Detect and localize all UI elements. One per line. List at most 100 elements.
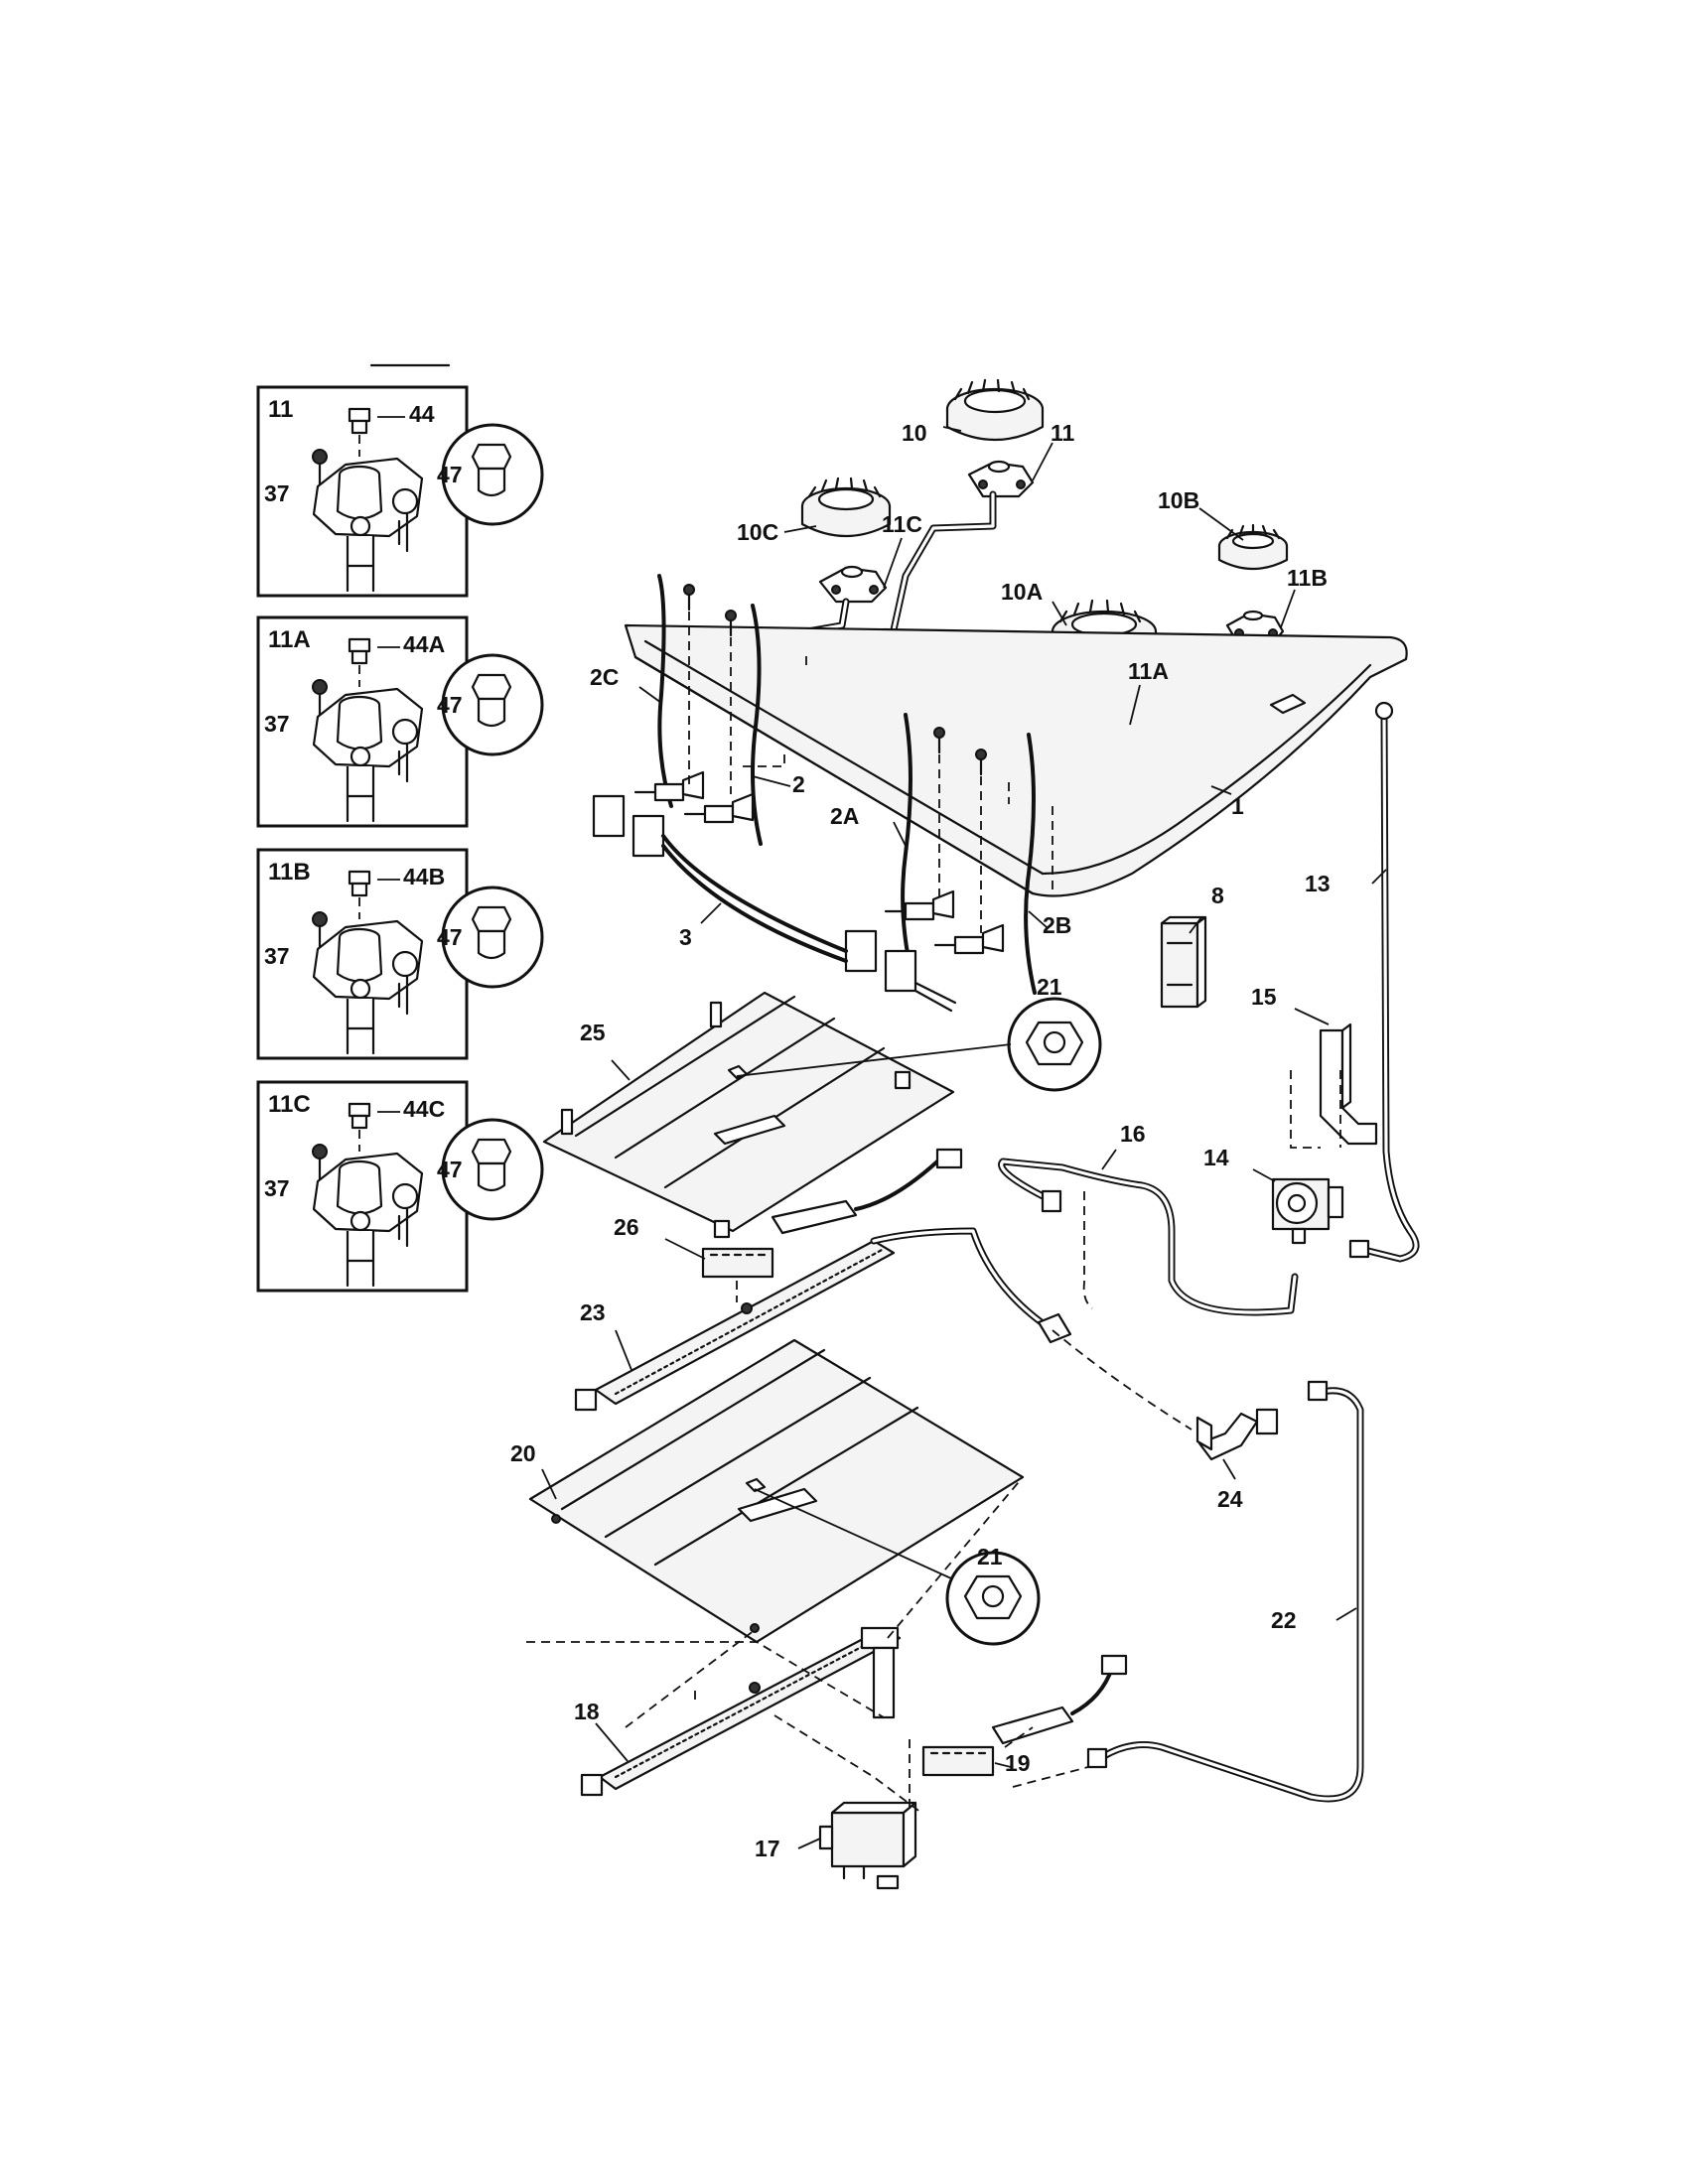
valve-bracket-11C [818,565,888,604]
valve-stems-right [884,889,1005,955]
callout-labels: 10 11 10C 11C 10B 11B 10A 11A 2C 2 2A 2B… [510,420,1331,1861]
detail-callout: 47 [437,692,463,718]
valve-body-icon [312,457,424,593]
callout-2: 2 [792,771,805,797]
orifice-icon [348,870,371,897]
callout-16: 16 [1120,1121,1146,1147]
screw-callout: 37 [264,711,290,737]
callout-10C: 10C [737,519,778,545]
inset-title: 11A [268,626,311,653]
orifice-callout: 44B [403,864,445,889]
spark-wire-2C [657,574,673,808]
supply-tube-22 [1086,1380,1364,1803]
spark-wire-2B [1024,733,1037,995]
screw-icon [312,449,328,488]
valve-body-icon [312,1152,424,1288]
assembly-dashes-top [688,612,1053,933]
leader-lines [541,426,1387,1849]
supply-tube-16 [998,1158,1299,1316]
callout-11B: 11B [1287,565,1328,591]
lock-nut-21-upper [727,997,1102,1092]
callout-14: 14 [1203,1145,1229,1170]
callout-20: 20 [510,1440,536,1466]
callout-26: 26 [614,1214,639,1240]
detail-callout: 47 [437,462,463,487]
callout-2C: 2C [590,664,619,690]
valve-body-icon [312,919,424,1055]
callout-23: 23 [580,1299,606,1325]
callout-11: 11 [1051,420,1075,446]
inset-title: 11B [268,859,311,886]
manifold-1 [624,623,1408,897]
callout-11C: 11C [882,511,922,537]
callout-10A: 10A [1001,579,1043,605]
screws-top [683,584,987,776]
bake-burner-18 [580,1626,902,1797]
assembly-dashes-lower [526,1070,1341,1814]
orifice-icon [348,637,371,665]
inset-valve-11: 11 44 37 47 [256,385,544,598]
inset-title: 11C [268,1091,311,1118]
broil-burner-23 [574,1239,896,1412]
callout-11A: 11A [1128,658,1169,684]
callout-21-lower: 21 [977,1544,1003,1570]
inset-valve-11B: 11B 44B 37 47 [256,848,544,1060]
lock-nut-21-lower [745,1477,1041,1646]
callout-2B: 2B [1043,912,1071,938]
callout-10: 10 [902,420,927,446]
orifice-callout: 44C [403,1096,445,1122]
callout-2A: 2A [830,803,859,829]
valve-bracket-11 [967,460,1035,498]
screw-callout: 37 [264,480,290,506]
screw-icon [312,911,328,951]
spark-wire-2A [901,713,913,975]
screw-callout: 37 [264,943,290,969]
heat-shield-25 [542,991,955,1239]
igniter-harness-3 [592,794,957,1013]
heat-shield-20 [528,1338,1025,1644]
burner-10C [800,477,892,538]
callout-25: 25 [580,1020,606,1045]
callout-10B: 10B [1158,487,1199,513]
regulator-bracket-15 [1319,1023,1378,1146]
burner-10B [1217,523,1289,570]
callout-3: 3 [679,924,692,950]
inset-title: 11 [268,396,293,423]
callout-24: 24 [1217,1486,1243,1512]
callout-22: 22 [1271,1607,1297,1633]
pressure-regulator-14 [1271,1177,1344,1245]
orifice-detail-icon [471,905,512,960]
detail-callout: 47 [437,1157,463,1182]
orifice-detail-icon [471,443,512,497]
spark-wire-2 [751,604,763,846]
callout-18: 18 [574,1699,600,1724]
elbow-fitting-24 [1195,1408,1279,1461]
orifice-callout: 44A [403,631,445,657]
inset-valve-11C: 11C 44C 37 47 [256,1080,544,1293]
orifice-icon [348,407,371,435]
callout-15: 15 [1251,984,1277,1010]
broil-venturi-tube [870,1227,1072,1344]
detail-callout: 47 [437,924,463,950]
inset-valve-11A: 11A 44A 37 47 [256,615,544,828]
screw-icon [312,1144,328,1183]
screw-callout: 37 [264,1175,290,1201]
callout-19: 19 [1005,1750,1031,1776]
oven-igniter-19 [921,1654,1128,1777]
valve-stems-left [633,770,755,824]
valve-body-icon [312,687,424,823]
orifice-detail-icon [471,1138,512,1192]
oven-igniter-26 [701,1148,963,1279]
callout-21-upper: 21 [1037,974,1062,1000]
orifice-icon [348,1102,371,1130]
screw-icon [312,679,328,719]
callout-1: 1 [1231,793,1244,819]
orifice-detail-icon [471,673,512,728]
callout-8: 8 [1211,883,1224,908]
callout-13: 13 [1305,871,1331,896]
supply-tube-13 [1348,701,1420,1263]
spark-module-8 [1160,915,1207,1009]
burner-10 [945,378,1045,441]
orifice-callout: 44 [409,401,435,427]
